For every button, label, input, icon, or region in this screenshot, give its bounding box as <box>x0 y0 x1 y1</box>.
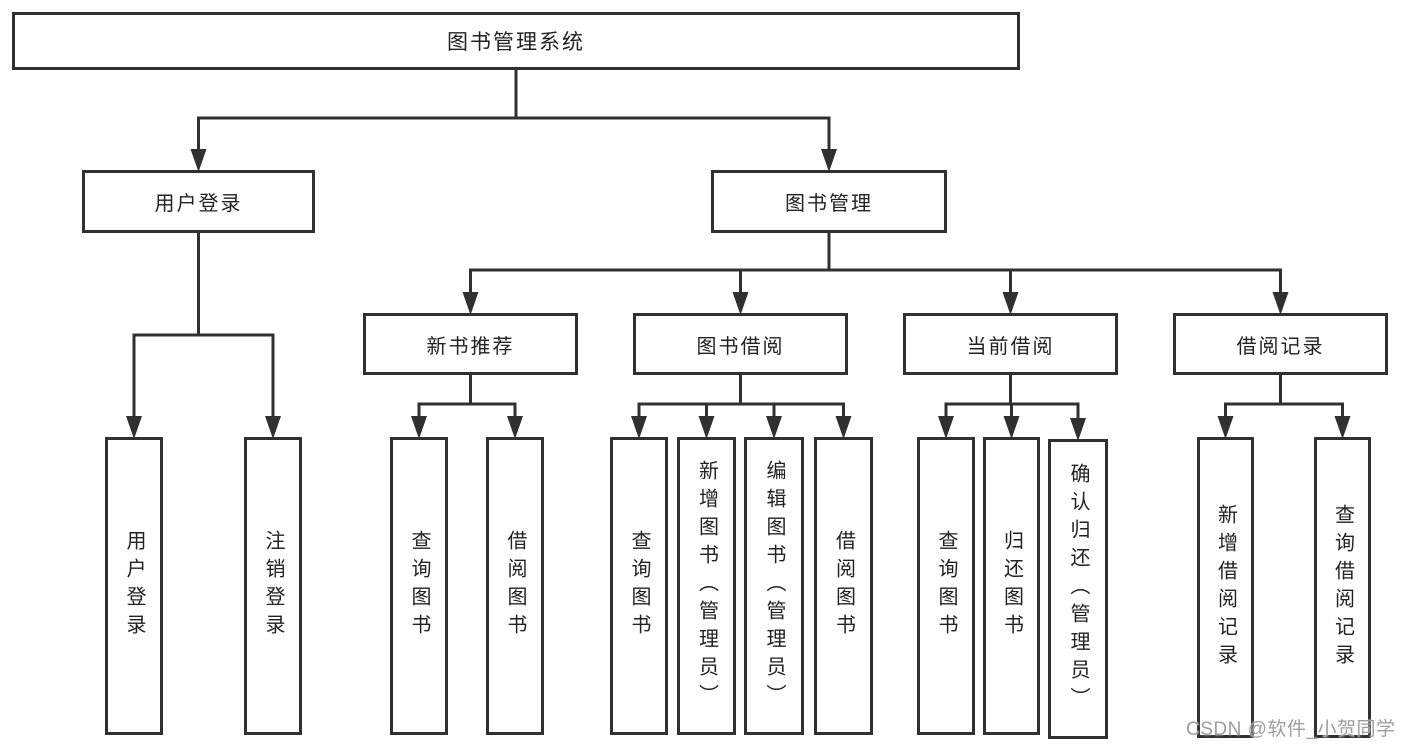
arrowhead-current-borrowing <box>1002 292 1019 315</box>
node-recommend-borrow-books: 借阅图书 <box>486 437 544 735</box>
node-root: 图书管理系统 <box>12 12 1020 70</box>
node-label-current-confirm-return-admin: 确认归还（管理员） <box>1067 463 1089 715</box>
arrowhead-records-add-borrow-record <box>1217 416 1234 439</box>
arrowhead-book-borrowing <box>732 292 749 315</box>
node-borrowing-edit-books-admin: 编辑图书（管理员） <box>744 437 804 735</box>
arrowhead-recommend-query-books <box>411 416 427 439</box>
node-book-borrowing: 图书借阅 <box>633 313 848 375</box>
node-label-root: 图书管理系统 <box>447 31 585 54</box>
arrowhead-book-management <box>821 149 837 172</box>
arrowhead-borrow-records <box>1272 292 1289 315</box>
arrowhead-borrowing-query-books <box>631 416 647 439</box>
arrowhead-current-query-books <box>938 416 954 439</box>
node-label-recommend-borrow-books: 借阅图书 <box>504 530 526 642</box>
node-label-book-management: 图书管理 <box>785 193 873 215</box>
node-recommend-query-books: 查询图书 <box>390 437 448 735</box>
node-records-query-borrow-record: 查询借阅记录 <box>1314 437 1371 738</box>
node-label-current-query-books: 查询图书 <box>935 530 957 642</box>
node-label-records-add-borrow-record: 新增借阅记录 <box>1214 503 1237 672</box>
node-label-borrowing-add-books-admin: 新增图书（管理员） <box>695 460 718 712</box>
node-label-login-user-login: 用户登录 <box>123 530 145 642</box>
node-label-user-login: 用户登录 <box>154 193 243 215</box>
arrowhead-borrowing-add-books-admin <box>698 416 715 439</box>
node-login-logout: 注销登录 <box>244 437 302 735</box>
arrowhead-current-confirm-return-admin <box>1070 418 1086 441</box>
node-label-current-borrowing: 当前借阅 <box>966 335 1055 358</box>
node-book-management: 图书管理 <box>711 170 947 233</box>
node-borrow-records: 借阅记录 <box>1173 313 1388 375</box>
node-label-records-query-borrow-record: 查询借阅记录 <box>1331 503 1354 672</box>
arrowhead-records-query-borrow-record <box>1334 416 1351 439</box>
node-label-borrow-records: 借阅记录 <box>1236 335 1325 358</box>
arrowhead-current-return-books <box>1003 416 1020 439</box>
node-label-login-logout: 注销登录 <box>262 530 284 642</box>
node-borrowing-add-books-admin: 新增图书（管理员） <box>677 437 736 735</box>
node-current-query-books: 查询图书 <box>917 437 975 735</box>
arrowhead-borrowing-borrow-books <box>835 416 852 439</box>
node-current-confirm-return-admin: 确认归还（管理员） <box>1048 439 1108 739</box>
node-label-borrowing-query-books: 查询图书 <box>628 530 650 642</box>
node-label-new-book-recommend: 新书推荐 <box>426 335 515 358</box>
arrowhead-user-login <box>190 149 207 172</box>
node-login-user-login: 用户登录 <box>105 437 163 735</box>
node-label-recommend-query-books: 查询图书 <box>408 530 430 642</box>
node-current-borrowing: 当前借阅 <box>903 313 1118 375</box>
arrowhead-login-user-login <box>126 416 142 439</box>
arrowhead-recommend-borrow-books <box>507 416 523 439</box>
node-user-login: 用户登录 <box>82 170 315 233</box>
arrowhead-login-logout <box>265 416 281 439</box>
node-new-book-recommend: 新书推荐 <box>363 313 578 375</box>
arrowhead-new-book-recommend <box>462 292 479 315</box>
node-label-book-borrowing: 图书借阅 <box>696 335 785 358</box>
node-borrowing-borrow-books: 借阅图书 <box>814 437 873 735</box>
node-label-borrowing-edit-books-admin: 编辑图书（管理员） <box>763 460 785 712</box>
node-label-borrowing-borrow-books: 借阅图书 <box>832 530 855 642</box>
node-records-add-borrow-record: 新增借阅记录 <box>1197 437 1254 738</box>
node-current-return-books: 归还图书 <box>983 437 1040 735</box>
arrowhead-borrowing-edit-books-admin <box>766 416 782 439</box>
node-borrowing-query-books: 查询图书 <box>610 437 668 735</box>
node-label-current-return-books: 归还图书 <box>1000 530 1023 642</box>
